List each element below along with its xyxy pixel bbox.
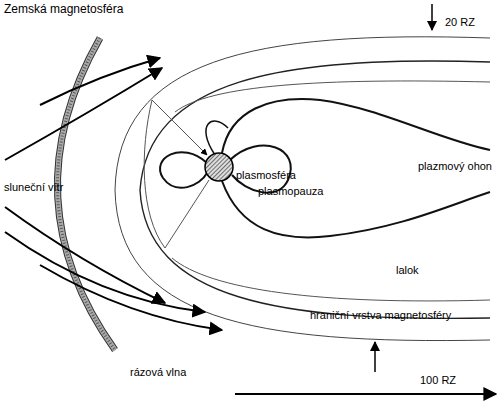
cusp-line [165, 180, 209, 248]
region-label: sluneční vítr [4, 181, 63, 194]
region-label: plasmosféra [236, 169, 296, 182]
region-label: 100 RZ [420, 374, 456, 387]
region-label: 20 RZ [445, 16, 475, 29]
solar-wind-arrow [5, 232, 205, 312]
tail-field-line [222, 181, 490, 237]
cusp-arrow [152, 100, 207, 155]
solar-wind-arrow [40, 265, 222, 330]
region-label: hraniční vrstva magnetosféry [310, 309, 451, 322]
solar-wind-arrow [5, 68, 162, 160]
diagram-title: Zemská magnetosféra [4, 2, 123, 16]
dimension-arrow [374, 342, 376, 372]
dayside-loop [206, 121, 228, 155]
region-label: plasmopauza [258, 185, 323, 198]
boundary-layer-line [175, 81, 490, 112]
boundary-layer-line [172, 258, 490, 301]
region-label: rázová vlna [130, 366, 186, 379]
magnetopause-line [140, 61, 490, 319]
earth-globe [205, 153, 233, 181]
solar-wind-arrow [40, 58, 160, 105]
dayside-loop [160, 152, 207, 188]
outer-boundary-line [115, 37, 490, 341]
region-label: lalok [396, 264, 419, 277]
dimension-arrow [431, 4, 433, 30]
region-label: plazmový ohon [418, 160, 492, 173]
scale-arrow [235, 393, 496, 395]
